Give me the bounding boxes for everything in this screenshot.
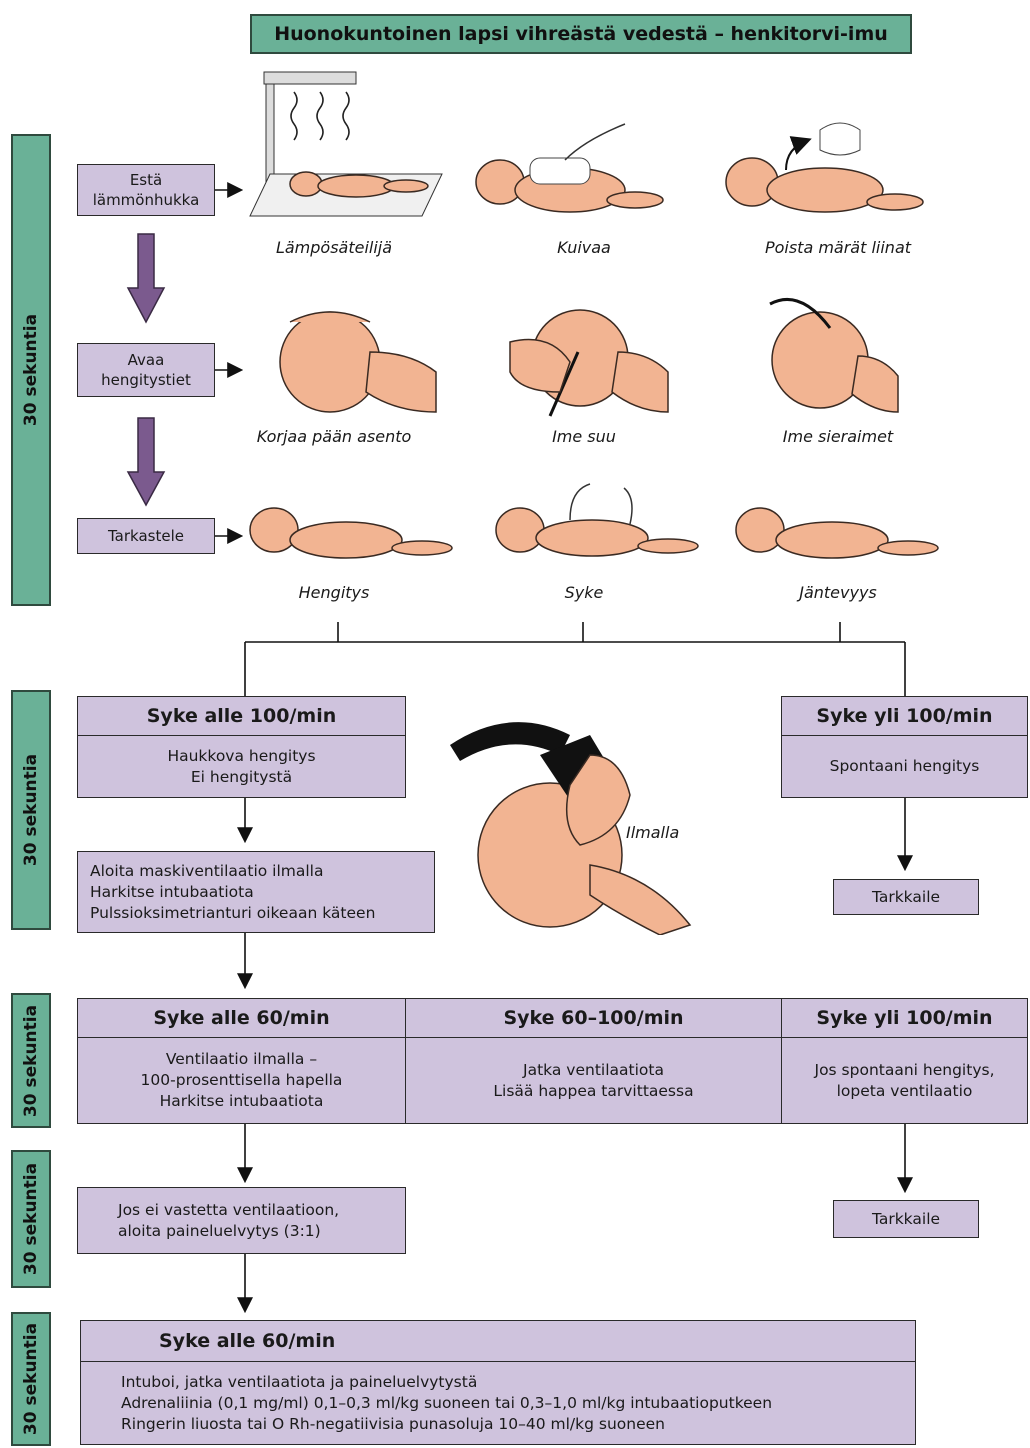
b3-header-hr-60-100: Syke 60–100/min xyxy=(405,998,782,1038)
breathing-illustration xyxy=(249,507,453,559)
caption-remove-wet-towels: Poista märät liinat xyxy=(764,238,912,257)
time-bar-2: 30 sekuntia xyxy=(11,690,51,930)
b3-header-hr-over-100: Syke yli 100/min xyxy=(781,998,1028,1038)
mask-ventilation-action: Aloita maskiventilaatio ilmalla Harkitse… xyxy=(77,851,435,933)
mask-ventilation-illustration xyxy=(450,722,692,935)
time-bar-3: 30 sekuntia xyxy=(11,993,51,1128)
b5-body: Intuboi, jatka ventilaatiota ja painelue… xyxy=(80,1361,916,1445)
chest-compression-action: Jos ei vastetta ventilaatioon, aloita pa… xyxy=(77,1187,406,1254)
suction-nostrils-illustration xyxy=(769,298,899,413)
b3-body-hr-60-100: Jatka ventilaatiota Lisää happea tarvitt… xyxy=(405,1037,782,1124)
page-title: Huonokuntoinen lapsi vihreästä vedestä –… xyxy=(250,14,912,54)
suction-mouth-illustration xyxy=(509,309,669,417)
caption-head-position: Korjaa pään asento xyxy=(256,427,412,446)
radiant-warmer-illustration xyxy=(249,71,443,217)
monitor-box: Tarkkaile xyxy=(833,879,979,915)
hr-over-100-header: Syke yli 100/min xyxy=(781,696,1028,736)
big-down-arrow xyxy=(126,233,166,324)
b5-header-hr-under-60: Syke alle 60/min xyxy=(80,1320,916,1362)
image-caption-air: Ilmalla xyxy=(626,823,680,842)
monitor-box-2: Tarkkaile xyxy=(833,1200,979,1238)
caption-radiant-warmer: Lämpösäteilijä xyxy=(275,238,393,257)
step-open-airway: Avaa hengitystiet xyxy=(77,343,215,397)
caption-muscle-tone: Jäntevyys xyxy=(799,583,877,602)
big-down-arrow xyxy=(126,417,166,507)
time-bar-1: 30 sekuntia xyxy=(11,134,51,606)
b3-header-hr-under-60: Syke alle 60/min xyxy=(77,998,406,1038)
step-observe: Tarkastele xyxy=(77,518,215,554)
b3-body-hr-over-100: Jos spontaani hengitys, lopeta ventilaat… xyxy=(781,1037,1028,1124)
caption-breathing: Hengitys xyxy=(298,583,370,602)
caption-dry: Kuivaa xyxy=(557,238,611,257)
caption-suction-mouth: Ime suu xyxy=(552,427,616,446)
remove-wet-towels-illustration xyxy=(725,122,924,213)
caption-heart-rate: Syke xyxy=(564,583,604,602)
muscle-tone-illustration xyxy=(735,507,939,559)
step-prevent-heat-loss: Estä lämmönhukka xyxy=(77,164,215,216)
caption-suction-nostrils: Ime sieraimet xyxy=(782,427,894,446)
drying-illustration xyxy=(475,123,664,213)
heart-rate-illustration xyxy=(495,483,699,557)
time-bar-5: 30 sekuntia xyxy=(11,1312,51,1446)
head-position-illustration xyxy=(279,311,437,413)
hr-over-100-body: Spontaani hengitys xyxy=(781,735,1028,798)
b3-body-hr-under-60: Ventilaatio ilmalla – 100-prosenttisella… xyxy=(77,1037,406,1124)
time-bar-4: 30 sekuntia xyxy=(11,1150,51,1288)
hr-under-100-body: Haukkova hengitys Ei hengitystä xyxy=(77,735,406,798)
hr-under-100-header: Syke alle 100/min xyxy=(77,696,406,736)
